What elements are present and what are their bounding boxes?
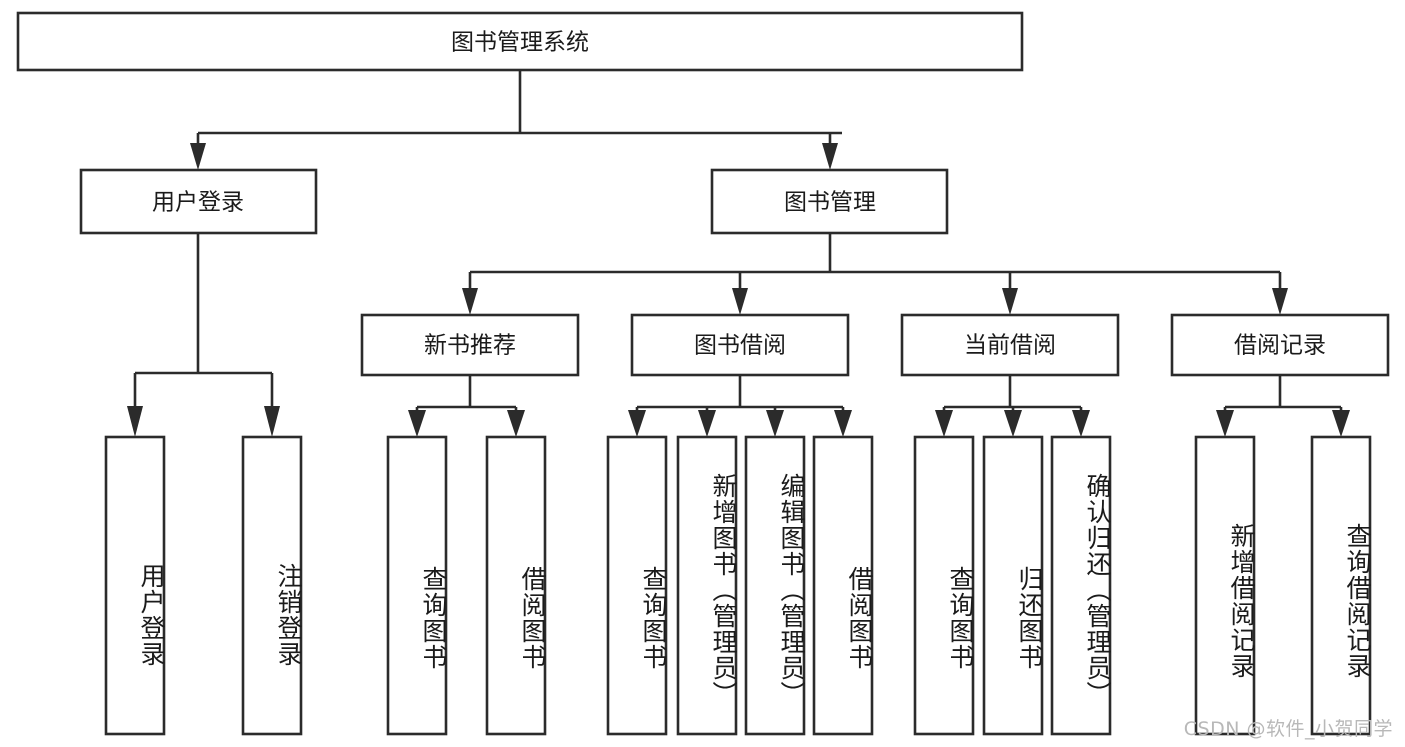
- arrowhead-current-borrow: [1002, 288, 1018, 315]
- node-leaf-query-book-current-box[interactable]: [913, 435, 975, 736]
- node-new-book-recommend[interactable]: 新书推荐: [360, 313, 580, 377]
- node-new-book-recommend-box[interactable]: [360, 313, 580, 377]
- node-leaf-query-book-recommend-box[interactable]: [386, 435, 448, 736]
- arrowhead-leaf-user-logout: [264, 406, 280, 437]
- arrowhead-borrow-record: [1272, 288, 1288, 315]
- arrowhead-leaf-confirm-return: [1072, 410, 1090, 437]
- arrowhead-leaf-query-book-current: [935, 410, 953, 437]
- node-book-borrow[interactable]: 图书借阅: [630, 313, 850, 377]
- node-root-box[interactable]: [16, 11, 1024, 72]
- node-leaf-query-borrow-record-box[interactable]: [1310, 435, 1372, 736]
- node-leaf-add-book-box[interactable]: [676, 435, 738, 736]
- node-book-borrow-label: 图书借阅: [694, 333, 786, 359]
- node-book-borrow-box[interactable]: [630, 313, 850, 377]
- node-borrow-record[interactable]: 借阅记录: [1170, 313, 1390, 377]
- arrowhead-book-management: [822, 143, 838, 170]
- node-borrow-record-box[interactable]: [1170, 313, 1390, 377]
- node-user-login[interactable]: 用户登录: [79, 168, 318, 235]
- node-layer: 图书管理系统 用户登录 图书管理 新书推荐 图书借阅: [16, 11, 1390, 736]
- arrowhead-leaf-borrow-book-recommend: [507, 410, 525, 437]
- node-book-management[interactable]: 图书管理: [710, 168, 949, 235]
- arrowhead-leaf-query-borrow-record: [1332, 410, 1350, 437]
- arrowhead-book-borrow: [732, 288, 748, 315]
- arrowhead-leaf-borrow-book: [834, 410, 852, 437]
- arrowhead-leaf-edit-book: [766, 410, 784, 437]
- arrowhead-leaf-add-book: [698, 410, 716, 437]
- node-leaf-edit-book-box[interactable]: [744, 435, 806, 736]
- arrowhead-new-book-recommend: [462, 288, 478, 315]
- node-leaf-add-borrow-record-box[interactable]: [1194, 435, 1256, 736]
- arrowhead-leaf-user-login: [127, 406, 143, 437]
- node-root[interactable]: 图书管理系统: [16, 11, 1024, 72]
- arrowhead-leaf-query-book-recommend: [408, 410, 426, 437]
- arrowhead-leaf-add-borrow-record: [1216, 410, 1234, 437]
- connector-layer: [127, 70, 1350, 437]
- arrowhead-user-login: [190, 143, 206, 170]
- node-leaf-return-book-box[interactable]: [982, 435, 1044, 736]
- node-leaf-user-login-box[interactable]: [104, 435, 166, 736]
- node-root-label: 图书管理系统: [451, 30, 589, 56]
- node-current-borrow-box[interactable]: [900, 313, 1120, 377]
- node-leaf-borrow-book-box[interactable]: [812, 435, 874, 736]
- node-user-login-label: 用户登录: [152, 190, 244, 216]
- node-new-book-recommend-label: 新书推荐: [424, 333, 516, 359]
- node-current-borrow[interactable]: 当前借阅: [900, 313, 1120, 377]
- node-leaf-confirm-return-box[interactable]: [1050, 435, 1112, 736]
- node-user-login-box[interactable]: [79, 168, 318, 235]
- node-leaf-query-book-borrow-box[interactable]: [606, 435, 668, 736]
- node-book-management-label: 图书管理: [784, 190, 876, 216]
- node-borrow-record-label: 借阅记录: [1234, 333, 1326, 359]
- node-book-management-box[interactable]: [710, 168, 949, 235]
- csdn-watermark: CSDN @软件_小贺同学: [1183, 718, 1393, 740]
- arrowhead-leaf-query-book-borrow: [628, 410, 646, 437]
- node-leaf-borrow-book-recommend-box[interactable]: [485, 435, 547, 736]
- node-current-borrow-label: 当前借阅: [964, 333, 1056, 359]
- node-leaf-user-logout-box[interactable]: [241, 435, 303, 736]
- arrowhead-leaf-return-book: [1004, 410, 1022, 437]
